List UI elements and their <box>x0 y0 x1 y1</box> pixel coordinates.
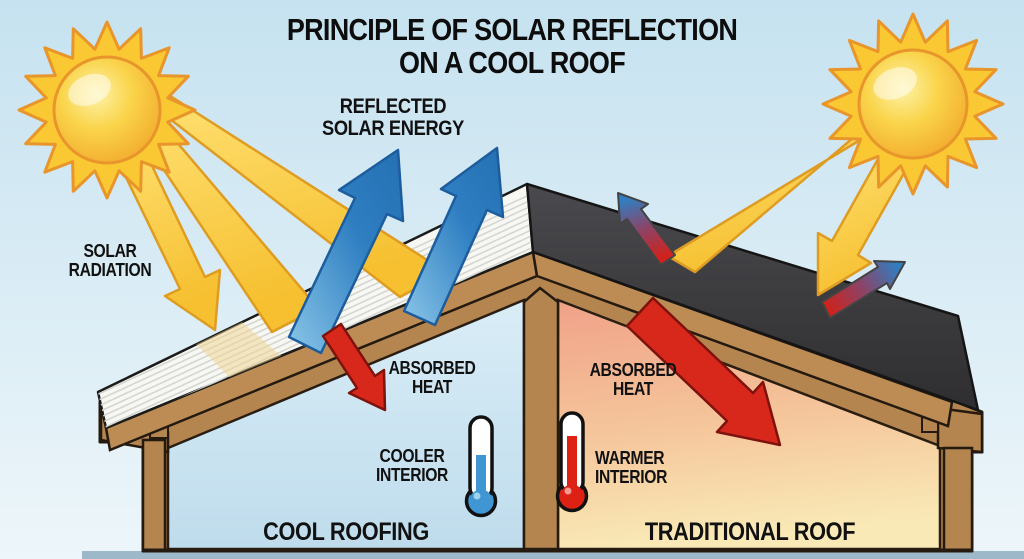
absorbed-left-line-2: HEAT <box>411 377 453 398</box>
reflected-label-line-1: REFLECTED <box>339 95 447 118</box>
thermometer-warm-icon <box>555 411 589 513</box>
cool-roofing-label: COOL ROOFING <box>263 518 429 546</box>
cooler-interior-label: COOLER INTERIOR <box>337 446 487 486</box>
reflected-arrow-2 <box>402 146 505 327</box>
absorbed-right-line-2: HEAT <box>612 379 654 400</box>
reflected-solar-energy-label: REFLECTED SOLAR ENERGY <box>297 95 488 141</box>
traditional-roof-label: TRADITIONAL ROOF <box>644 518 856 546</box>
sun-highlight <box>873 67 917 100</box>
partial-reflection-arrow-left <box>617 192 676 266</box>
sun-highlight <box>68 73 111 106</box>
absorbed-heat-label-left: ABSORBED HEAT <box>358 358 506 398</box>
divider-wall <box>522 286 560 551</box>
right-sun-icon <box>821 12 1005 196</box>
warmer-line-1: WARMER <box>595 448 665 468</box>
traditional-roof-surface <box>525 182 980 412</box>
solar-radiation-line-2: RADIATION <box>68 260 152 281</box>
partial-reflection-arrow-right <box>821 260 906 319</box>
reflected-label-line-2: SOLAR ENERGY <box>321 117 465 141</box>
thermometer-cool-icon <box>464 415 498 518</box>
cooler-line-2: INTERIOR <box>375 465 449 486</box>
left-sun-icon <box>17 20 197 200</box>
absorbed-heat-arrow-right <box>625 296 782 447</box>
warmer-line-2: INTERIOR <box>595 467 668 488</box>
left-wall <box>141 438 167 553</box>
ground-strip <box>82 551 1024 559</box>
absorbed-heat-arrow-left <box>321 322 387 412</box>
diagram-title: PRINCIPLE OF SOLAR REFLECTION ON A COOL … <box>67 12 958 80</box>
partial-reflection-arrows <box>617 192 906 319</box>
solar-radiation-line-1: SOLAR <box>83 241 137 261</box>
cooler-line-1: COOLER <box>379 446 445 466</box>
title-line-1: PRINCIPLE OF SOLAR REFLECTION <box>286 12 738 47</box>
absorbed-left-line-1: ABSORBED <box>388 358 476 378</box>
right-wall <box>942 446 974 553</box>
solar-radiation-label: SOLAR RADIATION <box>36 241 184 281</box>
warmer-interior-label: WARMER INTERIOR <box>595 448 743 488</box>
title-line-2: ON A COOL ROOF <box>398 44 626 80</box>
absorbed-heat-label-right: ABSORBED HEAT <box>559 360 707 400</box>
absorbed-right-line-1: ABSORBED <box>589 360 677 380</box>
